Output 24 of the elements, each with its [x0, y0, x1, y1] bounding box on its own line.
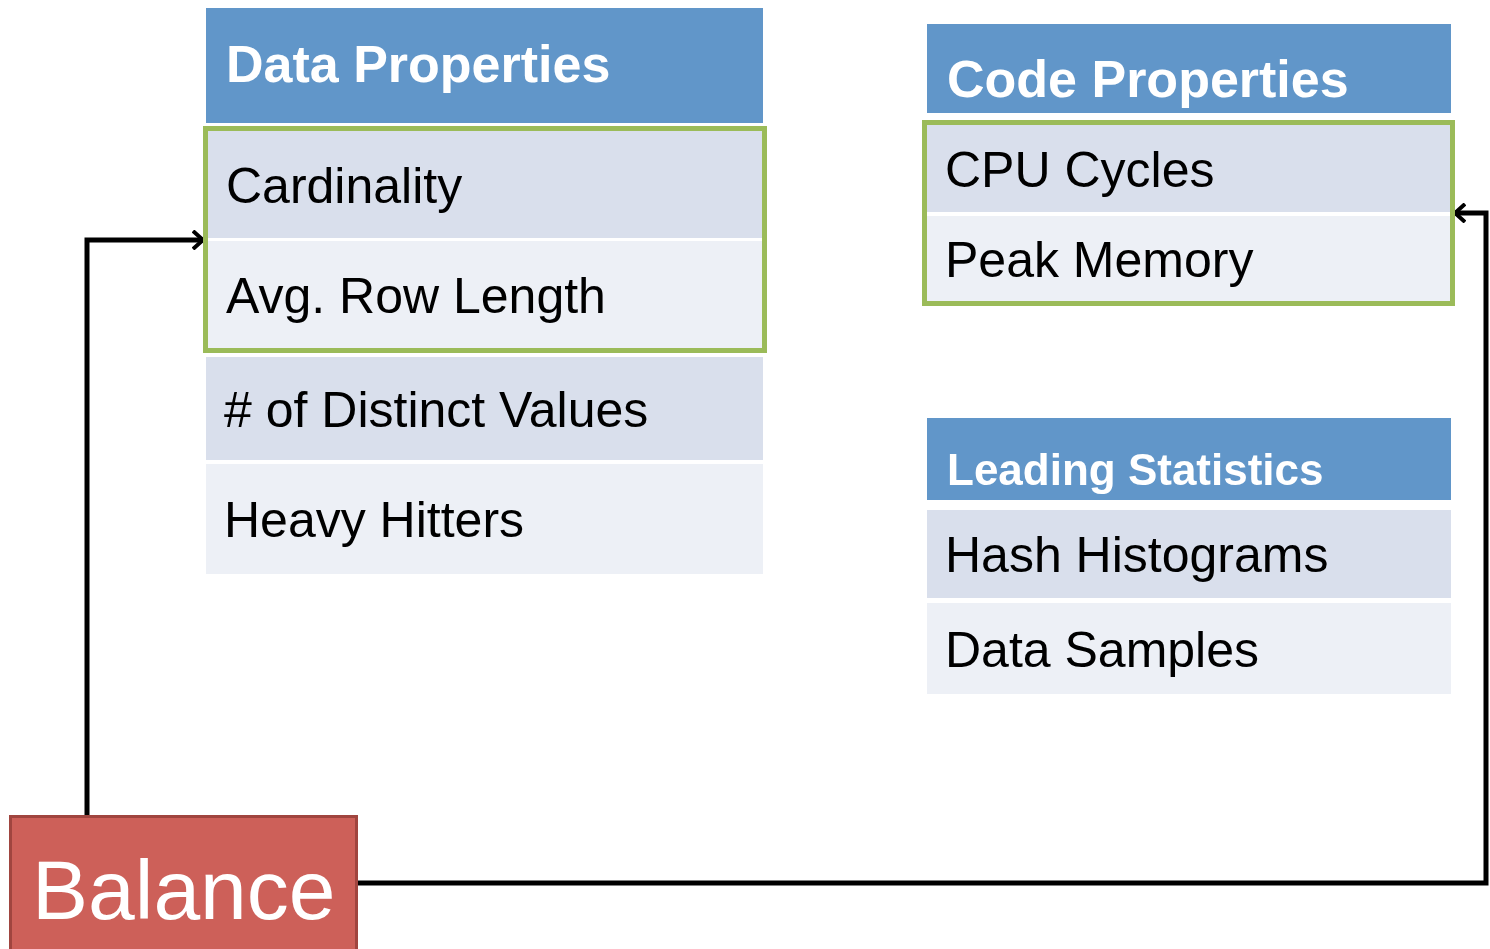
header-title: Leading Statistics [947, 448, 1324, 492]
box-label: Balance [32, 848, 336, 932]
row-label: Hash Histograms [945, 530, 1329, 580]
row-label: Cardinality [226, 160, 463, 211]
highlight-frame [922, 120, 1455, 306]
table-header [927, 418, 1451, 500]
arrow [358, 202, 1489, 886]
table-row [208, 241, 762, 348]
row-label: CPU Cycles [945, 144, 1215, 195]
row-label: Data Samples [945, 624, 1260, 675]
row-label: Peak Memory [945, 234, 1254, 285]
row-label: Heavy Hitters [224, 495, 525, 545]
table-row [208, 131, 762, 238]
highlight-frame [203, 126, 767, 353]
table-row [927, 125, 1450, 212]
row-label: Avg. Row Length [226, 270, 606, 321]
arrow [84, 229, 205, 815]
table-row [206, 357, 763, 460]
balance-box [9, 815, 358, 949]
table-header [206, 8, 763, 123]
table-header [927, 24, 1451, 113]
table-row [927, 510, 1451, 598]
row-label: # of Distinct Values [224, 384, 649, 435]
table-row [927, 216, 1450, 301]
